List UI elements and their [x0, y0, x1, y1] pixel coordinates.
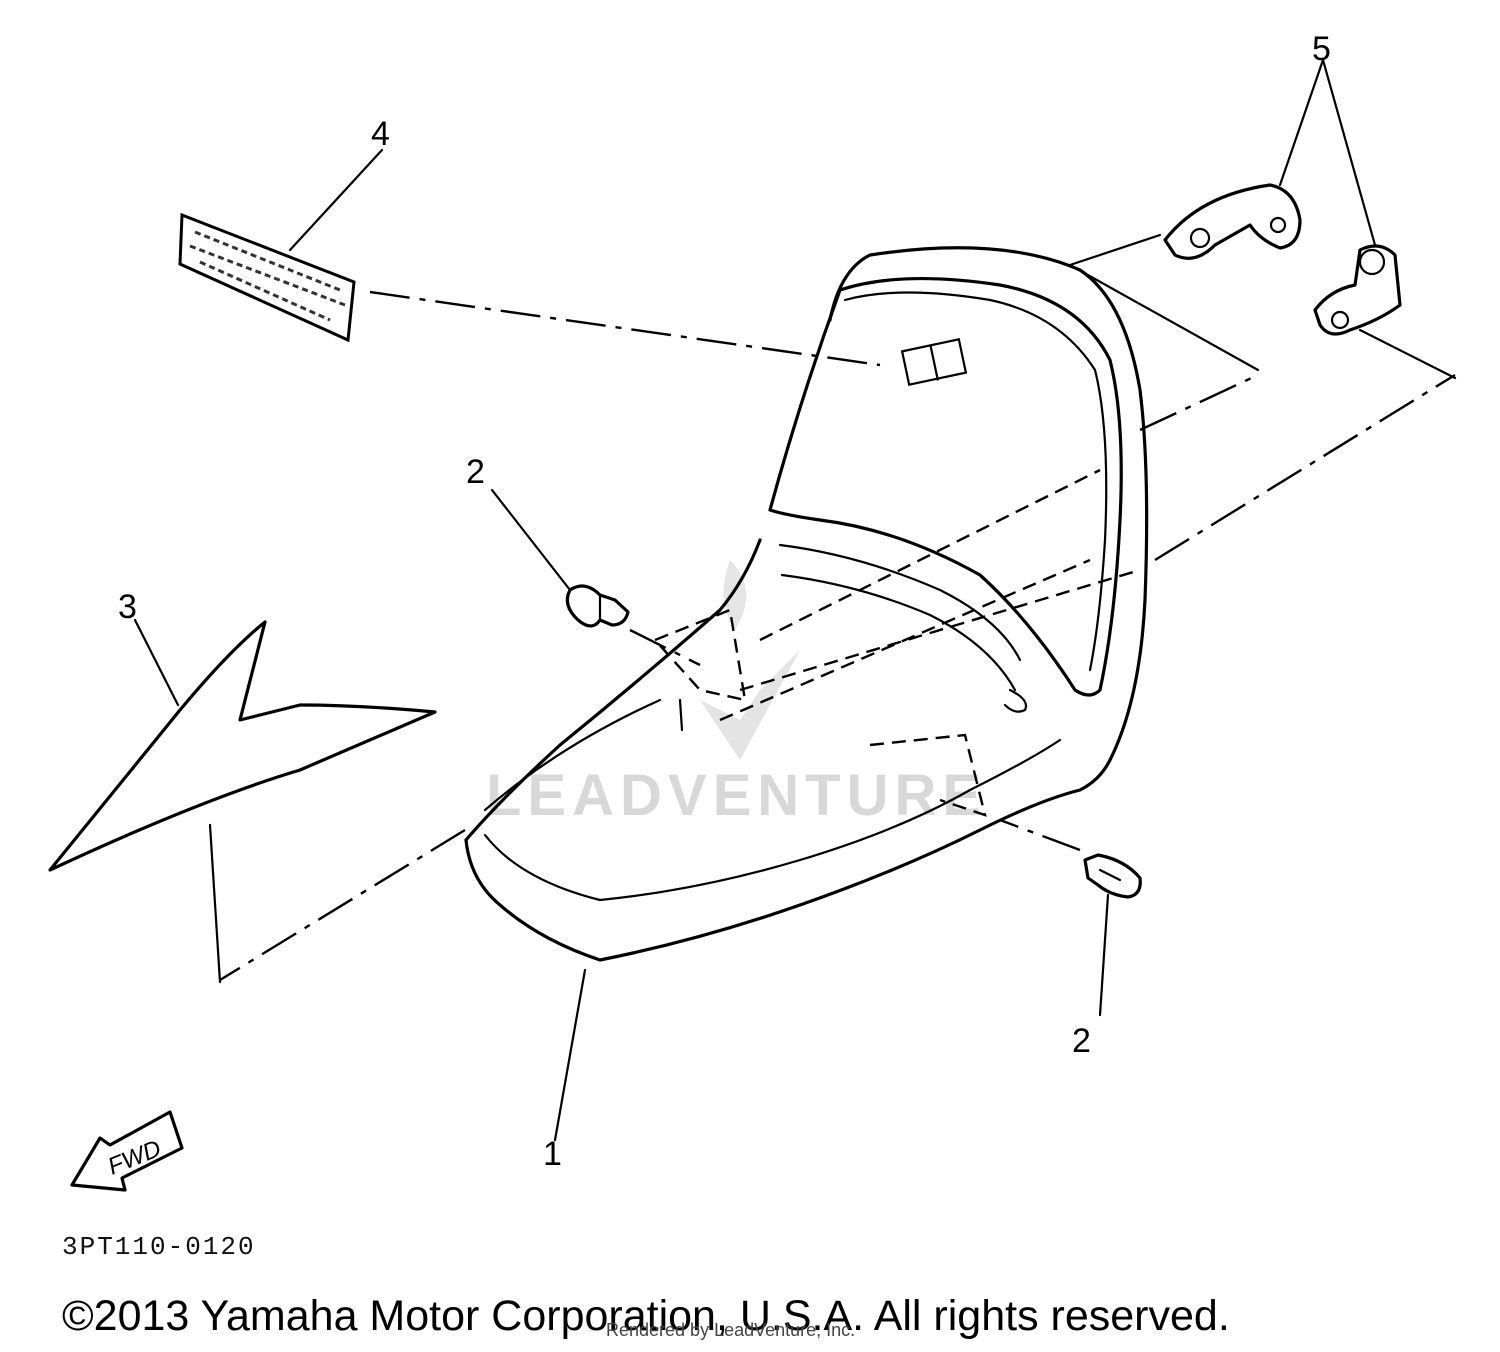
bracket-part-5-right: [1313, 244, 1402, 336]
callout-1: 1: [543, 1135, 562, 1173]
callout-4: 4: [371, 115, 390, 153]
leader-lines: [208, 233, 1457, 984]
watermark-text: LEADVENTURE: [486, 763, 987, 828]
rendered-by-text: Rendered by LeadVenture, Inc.: [606, 1320, 856, 1340]
seat-part-1: [464, 246, 1149, 962]
emblem-decal-part-3: [48, 620, 437, 872]
label-part-4: [178, 212, 356, 343]
bolt-part-2-upper: [565, 584, 630, 628]
bolt-part-2-lower: [1083, 853, 1142, 899]
bracket-part-5-left: [1163, 183, 1302, 260]
callout-2-upper: 2: [466, 453, 485, 491]
copyright-text: ©2013 Yamaha Motor Corporation, U.S.A. A…: [62, 1292, 1230, 1340]
leadventure-watermark: LEADVENTURE: [486, 560, 987, 828]
callout-3: 3: [118, 588, 137, 626]
callout-5: 5: [1312, 30, 1331, 68]
callout-2-lower: 2: [1072, 1022, 1091, 1060]
forward-arrow-icon: FWD: [70, 1110, 184, 1192]
callout-leaders: [133, 58, 1377, 1142]
diagram-code: 3PT110-0120: [62, 1232, 256, 1262]
hidden-lines: [652, 468, 1141, 817]
